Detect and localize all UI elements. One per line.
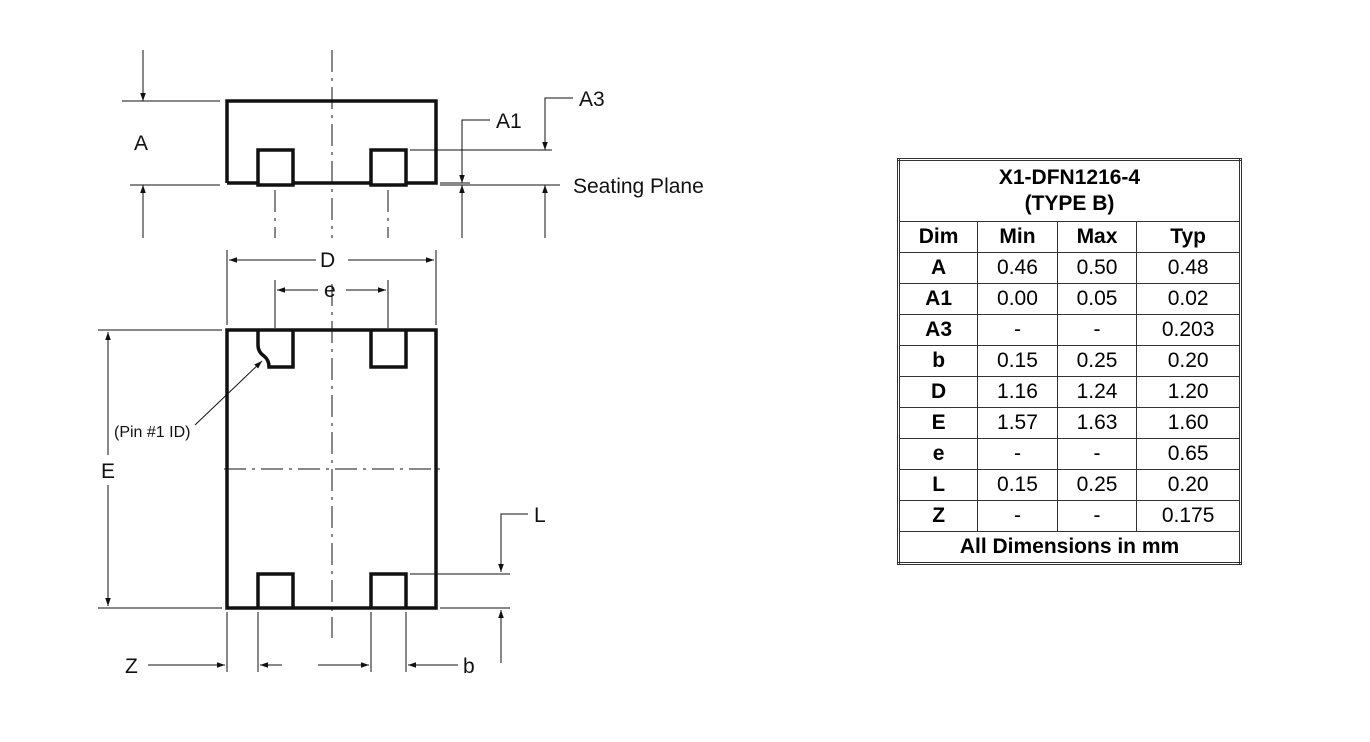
cell-max: 0.50 [1056, 252, 1138, 284]
bottom-view-pad-1 [256, 330, 295, 369]
cell-typ: 1.60 [1136, 407, 1241, 439]
cell-max: 0.05 [1056, 283, 1138, 315]
cell-min: 0.15 [977, 345, 1058, 377]
pin1-id-label: (Pin #1 ID) [114, 424, 190, 441]
table-row: E 1.57 1.63 1.60 [897, 407, 1241, 439]
dim-label-d: D [320, 249, 335, 272]
table-row: A3 - - 0.203 [897, 314, 1241, 346]
bottom-view-pad-4 [369, 572, 408, 608]
cell-max: - [1056, 438, 1138, 470]
cell-dim: e [897, 438, 979, 470]
cell-min: 1.16 [977, 376, 1058, 408]
cell-typ: 0.65 [1136, 438, 1241, 470]
cell-typ: 0.48 [1136, 252, 1241, 284]
cell-min: - [977, 438, 1058, 470]
cell-typ: 1.20 [1136, 376, 1241, 408]
dim-a3-arrow-top [542, 97, 573, 150]
cell-typ: 0.20 [1136, 469, 1241, 501]
dim-label-e-pitch: e [324, 279, 336, 302]
header-dim: Dim [897, 221, 979, 253]
dim-label-b: b [463, 655, 475, 678]
table-row: b 0.15 0.25 0.20 [897, 345, 1241, 377]
table-row: e - - 0.65 [897, 438, 1241, 470]
header-max: Max [1056, 221, 1138, 253]
cell-max: 1.24 [1056, 376, 1138, 408]
cell-typ: 0.02 [1136, 283, 1241, 315]
side-view-body [225, 99, 438, 185]
table-row: A1 0.00 0.05 0.02 [897, 283, 1241, 315]
cell-dim: E [897, 407, 979, 439]
dim-label-l: L [534, 504, 546, 527]
bottom-view-pad-2 [369, 330, 408, 369]
cell-dim: L [897, 469, 979, 501]
cell-min: - [977, 314, 1058, 346]
table-footer: All Dimensions in mm [898, 531, 1241, 564]
cell-typ: 0.20 [1136, 345, 1241, 377]
package-type: (TYPE B) [1024, 192, 1115, 215]
table-row: A 0.46 0.50 0.48 [897, 252, 1241, 284]
table-row: D 1.16 1.24 1.20 [897, 376, 1241, 408]
cell-min: 0.46 [977, 252, 1058, 284]
cell-max: 0.25 [1056, 469, 1138, 501]
cell-min: - [977, 500, 1058, 532]
cell-max: 1.63 [1056, 407, 1138, 439]
cell-max: - [1056, 314, 1138, 346]
seating-plane-label: Seating Plane [573, 175, 704, 198]
header-typ: Typ [1136, 221, 1241, 253]
header-min: Min [977, 221, 1058, 253]
package-outline-drawing: A A1 A3 Seating Plane D [98, 50, 704, 678]
side-view-pad-right [369, 148, 408, 187]
bottom-view-pad-3 [256, 572, 295, 608]
dim-label-a3: A3 [579, 88, 605, 111]
cell-min: 0.15 [977, 469, 1058, 501]
table-row: L 0.15 0.25 0.20 [897, 469, 1241, 501]
dim-label-a1: A1 [496, 110, 522, 133]
cell-max: - [1056, 500, 1138, 532]
cell-dim: Z [897, 500, 979, 532]
cell-min: 1.57 [977, 407, 1058, 439]
bottom-view: D e E (Pin #1 ID) L Z b [98, 249, 546, 678]
cell-typ: 0.203 [1136, 314, 1241, 346]
cell-dim: b [897, 345, 979, 377]
cell-dim: A [897, 252, 979, 284]
cell-min: 0.00 [977, 283, 1058, 315]
dim-label-a: A [134, 132, 148, 155]
cell-max: 0.25 [1056, 345, 1138, 377]
dimension-table: X1-DFN1216-4 (TYPE B) Dim Min Max Typ A … [897, 158, 1242, 565]
table-title: X1-DFN1216-4 (TYPE B) [898, 159, 1241, 222]
cell-dim: A3 [897, 314, 979, 346]
side-view: A A1 A3 Seating Plane [122, 50, 704, 238]
package-name: X1-DFN1216-4 [998, 166, 1141, 189]
table-row: Z - - 0.175 [897, 500, 1241, 532]
dim-a1-arrow-top [459, 119, 490, 183]
dim-l-arrow-top [498, 513, 528, 572]
cell-dim: A1 [897, 283, 979, 315]
table-header-row: Dim Min Max Typ [897, 221, 1241, 253]
side-view-pad-left [256, 148, 295, 187]
cell-typ: 0.175 [1136, 500, 1241, 532]
dim-label-e: E [101, 460, 115, 483]
dim-label-z: Z [125, 655, 138, 678]
cell-dim: D [897, 376, 979, 408]
pin1-leader-arrow [194, 360, 263, 426]
